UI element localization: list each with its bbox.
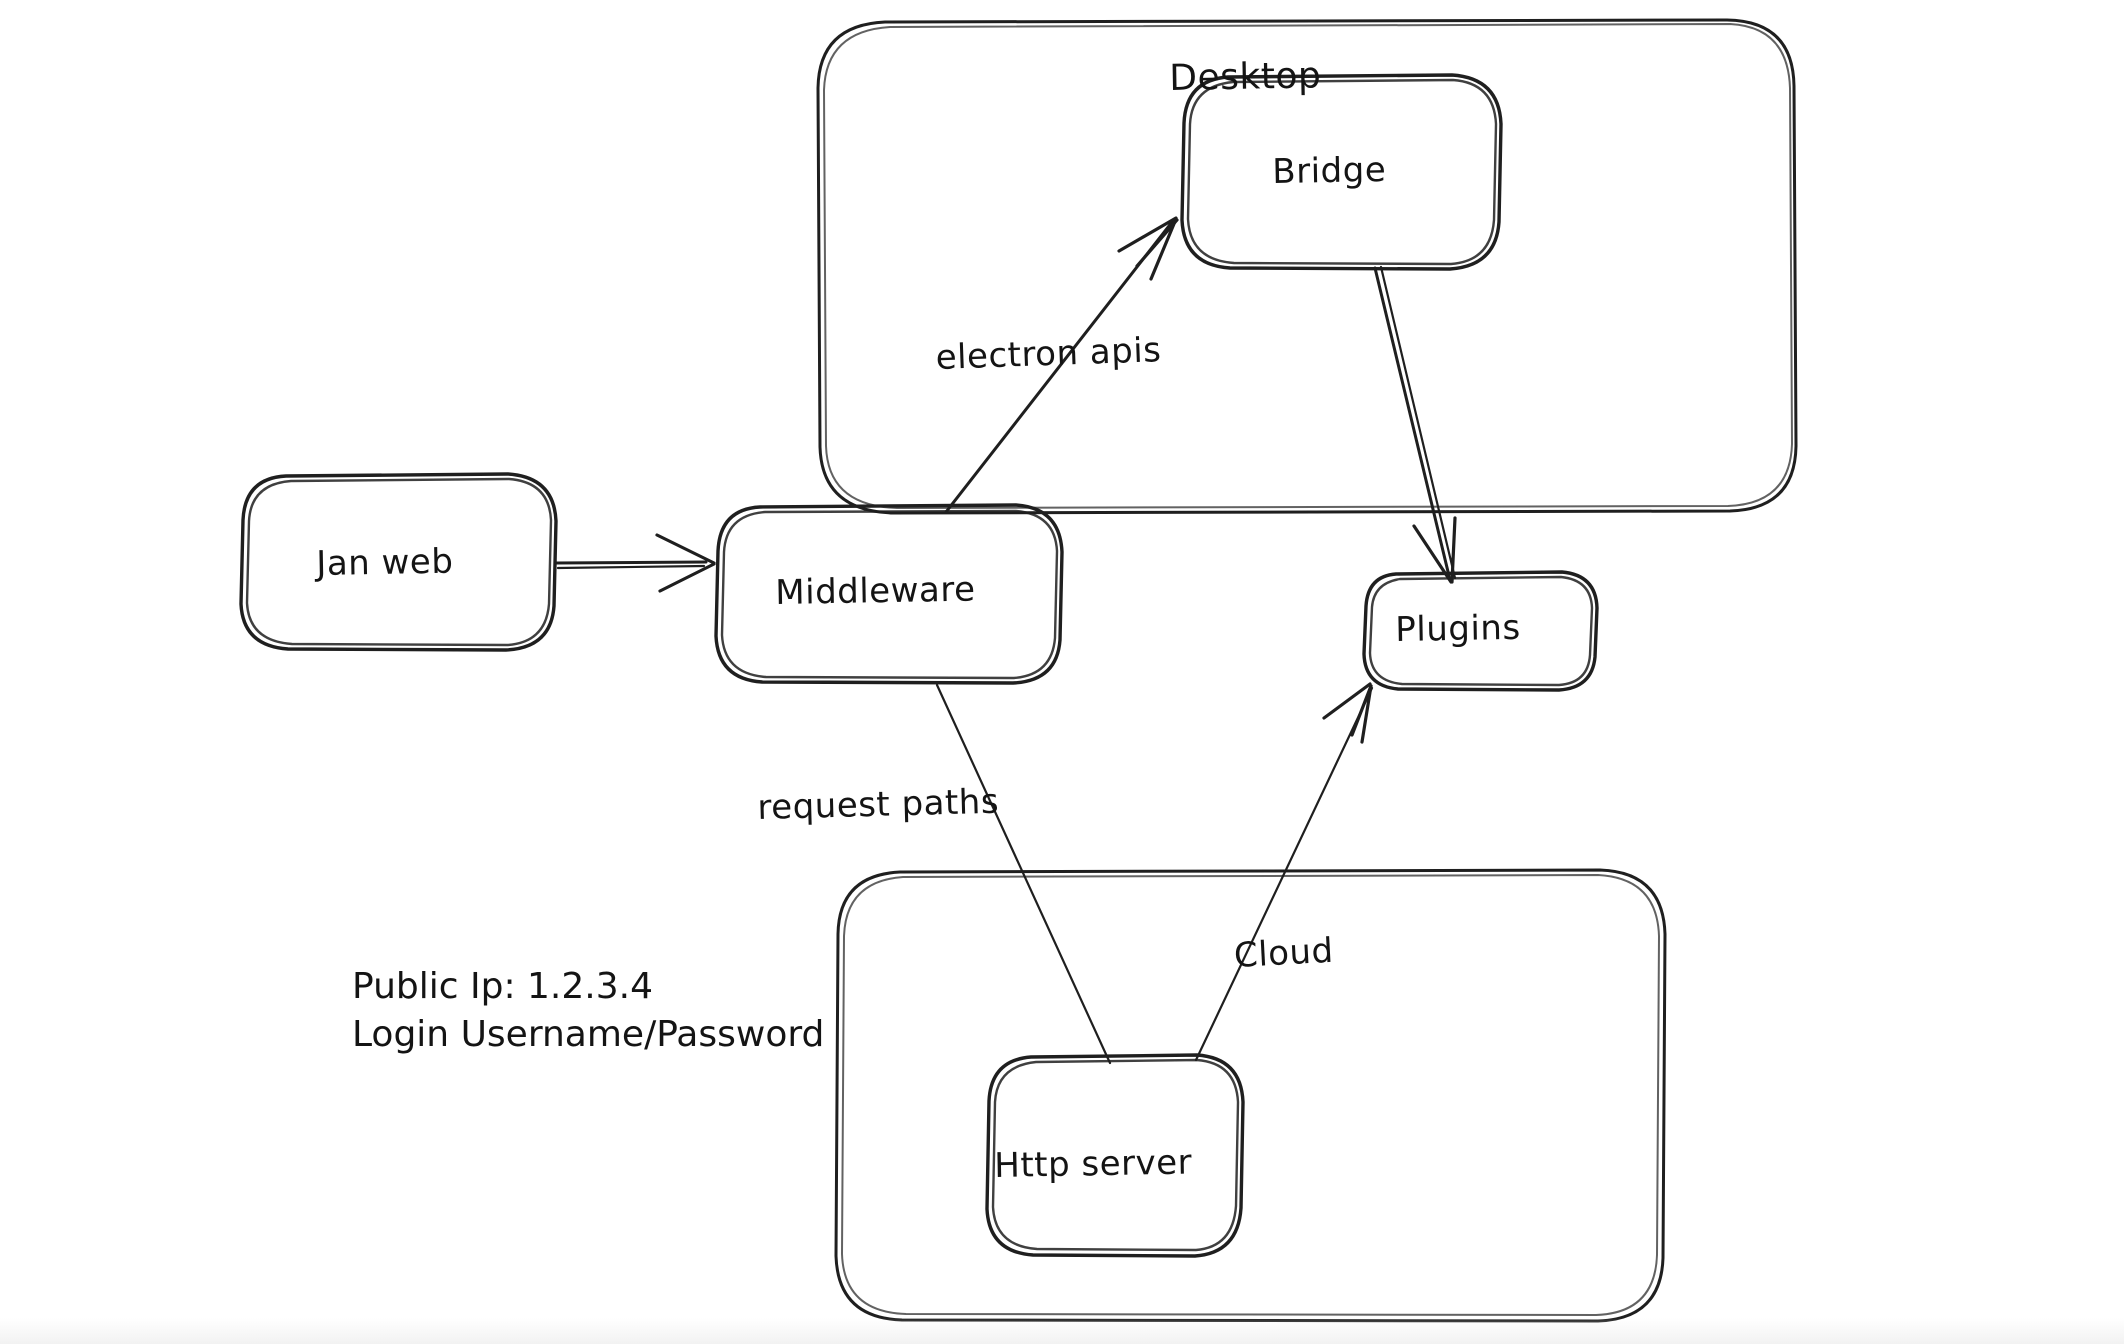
edge-bridge-to-plugins [1373,265,1457,584]
node-label-middleware: Middleware [775,569,976,613]
group-label-desktop: Desktop [1169,55,1322,99]
edge-label-cloud: Cloud [1233,930,1335,976]
node-http-server-outline [985,1053,1245,1258]
edge-http-server-to-plugins [1194,682,1374,1062]
node-label-jan-web: Jan web [316,541,454,584]
node-jan-web-outline [239,472,558,652]
edge-jan-web-to-middleware [554,533,716,593]
node-label-plugins: Plugins [1395,607,1521,650]
edge-label-request-paths: request paths [757,781,1000,828]
node-bridge-outline [1180,73,1503,271]
note-line-login-credentials: Login Username/Password [352,1013,825,1055]
node-label-http-server: Http server [994,1142,1193,1186]
group-cloud-outline [834,868,1667,1323]
edge-middleware-to-http-server [935,683,1112,1065]
edge-middleware-to-bridge [944,216,1179,514]
note-line-public-ip: Public Ip: 1.2.3.4 [352,966,653,1007]
node-plugins-outline [1362,570,1599,692]
edge-label-electron-apis: electron apis [935,330,1163,378]
node-middleware-outline [714,503,1064,685]
public-ip-note: Public Ip: 1.2.3.4 Login Username/Passwo… [352,963,824,1058]
group-desktop-outline [816,18,1798,515]
node-label-bridge: Bridge [1272,150,1387,192]
